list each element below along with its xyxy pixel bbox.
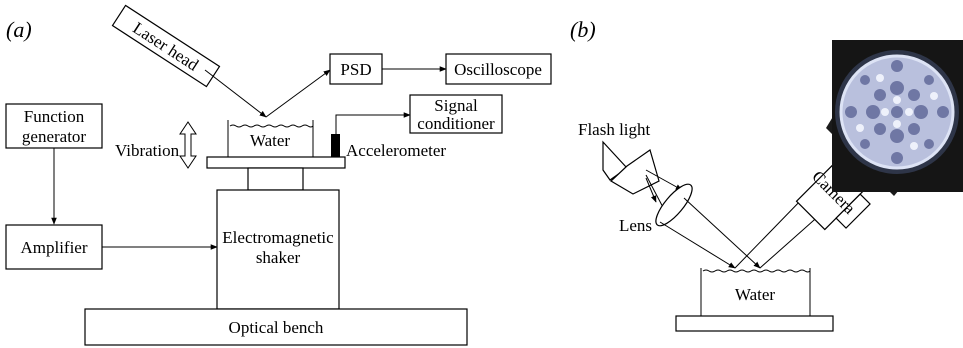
beam-down-2	[683, 197, 761, 269]
accelerometer-label: Accelerometer	[346, 141, 446, 160]
beam-down-1	[659, 221, 736, 269]
vibration-double-arrow	[179, 121, 197, 169]
water-surface	[229, 124, 314, 128]
signal-conditioner-box	[409, 94, 503, 134]
electromagnetic-shaker-box	[216, 189, 340, 310]
flash-ray-3	[645, 177, 657, 203]
wave-pattern-photo	[826, 40, 963, 196]
panel-b-label: (b)	[570, 17, 596, 42]
panel-b: (b) Flash light Lens Camera	[570, 17, 963, 332]
laser-head-label: Laser head	[129, 18, 202, 75]
amplifier-label: Amplifier	[20, 238, 87, 257]
panel-a-label: (a)	[6, 17, 32, 42]
lens-label: Lens	[619, 216, 652, 235]
reflected-beam-arrow	[265, 69, 331, 118]
water-label-a: Water	[250, 131, 290, 150]
oscilloscope-box	[445, 53, 552, 85]
flash-ray-1	[645, 169, 683, 191]
oscilloscope-label: Oscilloscope	[454, 60, 542, 79]
laser-head-box: Laser head	[111, 4, 221, 88]
panel-a: (a) Laser head PSD Oscilloscope Signal c…	[5, 4, 552, 346]
beam-up-1	[734, 195, 806, 269]
accelerometer-to-conditioner-arrow	[335, 112, 411, 134]
flash-light-icon	[602, 140, 660, 195]
signal-conditioner-label-1: Signal	[434, 96, 478, 115]
function-generator-label-2: generator	[22, 127, 87, 146]
beam-up-2	[759, 212, 823, 269]
panel-b-base	[675, 315, 834, 332]
lens-icon	[655, 183, 693, 227]
shaker-label-1: Electromagnetic	[222, 228, 334, 247]
shaker-neck	[247, 167, 304, 191]
water-container: Water	[227, 120, 314, 158]
accelerometer	[331, 134, 340, 157]
function-generator-box	[5, 103, 103, 149]
psd-box	[329, 53, 383, 85]
shaker-plate	[206, 156, 346, 169]
function-generator-label-1: Function	[24, 107, 85, 126]
psd-label: PSD	[340, 60, 371, 79]
laser-beam-arrow	[204, 69, 267, 118]
water-container-b: Water	[700, 268, 811, 317]
signal-conditioner-label-2: conditioner	[417, 114, 495, 133]
vibration-label: Vibration	[115, 141, 180, 160]
optical-bench-box	[84, 308, 468, 346]
amplifier-box	[5, 224, 103, 270]
optical-bench-label: Optical bench	[229, 318, 324, 337]
water-surface-b	[702, 269, 811, 273]
flash-light-label: Flash light	[578, 120, 651, 139]
shaker-label-2: shaker	[256, 248, 301, 267]
water-label-b: Water	[735, 285, 775, 304]
